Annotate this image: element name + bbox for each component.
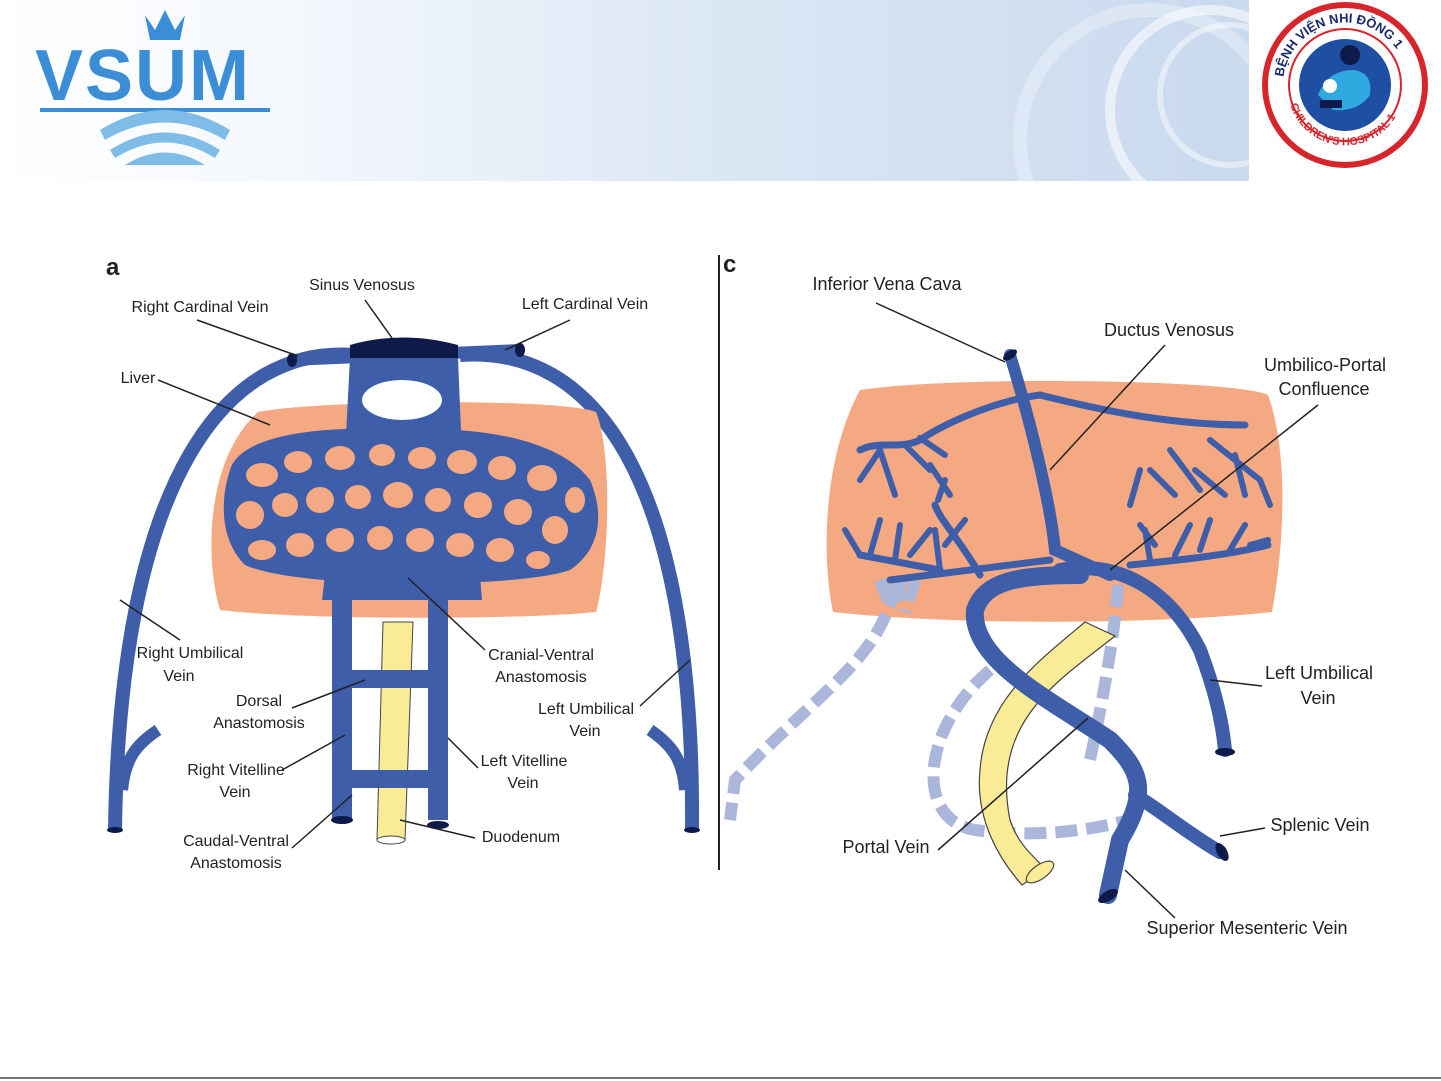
vsum-logo-text: VSUM — [35, 36, 251, 116]
right-vitelline-vein — [332, 595, 352, 820]
label-dorsal-anastomosis-2: Anastomosis — [213, 715, 305, 732]
label-superior-mesenteric-vein: Superior Mesenteric Vein — [1146, 918, 1347, 938]
label-left-cardinal-vein: Left Cardinal Vein — [522, 296, 648, 313]
bottom-divider — [0, 1077, 1441, 1079]
banner-decoration — [1013, 3, 1249, 181]
left-umbilical-vein — [459, 347, 700, 831]
label-duodenum: Duodenum — [482, 829, 560, 846]
sinus-venosus — [350, 337, 458, 360]
label-caudal-ventral-anastomosis-2: Anastomosis — [190, 855, 282, 872]
panel-a-leaders — [119, 299, 691, 849]
regressed-vessels — [724, 577, 1132, 840]
label-splenic-vein: Splenic Vein — [1270, 815, 1369, 835]
label-portal-vein: Portal Vein — [842, 837, 929, 857]
vsum-logo: VSUM — [30, 5, 275, 170]
label-left-vitelline-vein-2: Vein — [507, 775, 538, 792]
hepatic-branches-c — [842, 435, 1273, 573]
childrens-hospital-logo: BỆNH VIỆN NHI ĐỒNG 1 CHILDREN'S HOSPITAL… — [1258, 0, 1433, 170]
panel-a: a — [106, 254, 700, 872]
label-umbilico-portal-confluence-1: Umbilico-Portal — [1264, 355, 1386, 375]
label-left-umbilical-vein-c-2: Vein — [1300, 688, 1335, 708]
panel-c-leaders — [875, 302, 1319, 919]
hepatic-sinusoid-network — [223, 428, 599, 584]
label-caudal-ventral-anastomosis-1: Caudal-Ventral — [183, 833, 289, 850]
label-liver: Liver — [121, 370, 156, 387]
label-cranial-ventral-anastomosis-1: Cranial-Ventral — [488, 647, 594, 664]
label-left-umbilical-vein-a-2: Vein — [569, 723, 600, 740]
panel-a-letter: a — [106, 254, 120, 281]
label-right-vitelline-vein-1: Right Vitelline — [187, 762, 285, 779]
label-umbilico-portal-confluence-2: Confluence — [1278, 379, 1369, 399]
label-right-umbilical-vein-1: Right Umbilical — [137, 645, 244, 662]
label-dorsal-anastomosis-1: Dorsal — [236, 693, 282, 710]
duodenum-c — [978, 621, 1117, 886]
label-right-cardinal-vein: Right Cardinal Vein — [132, 299, 269, 316]
panel-c-letter: c — [723, 251, 736, 278]
label-ductus-venosus: Ductus Venosus — [1104, 320, 1234, 340]
label-left-umbilical-vein-c-1: Left Umbilical — [1265, 663, 1373, 683]
label-left-umbilical-vein-a-1: Left Umbilical — [538, 701, 634, 718]
label-right-umbilical-vein-2: Vein — [163, 668, 194, 685]
label-cranial-ventral-anastomosis-2: Anastomosis — [495, 669, 587, 686]
left-vitelline-vein — [428, 595, 448, 820]
label-left-vitelline-vein-1: Left Vitelline — [481, 753, 568, 770]
panel-c: c — [723, 251, 1386, 938]
duodenum-a — [376, 621, 414, 841]
label-sinus-venosus: Sinus Venosus — [309, 277, 415, 294]
label-right-vitelline-vein-2: Vein — [219, 784, 250, 801]
panel-c-veins — [856, 349, 1272, 904]
label-inferior-vena-cava: Inferior Vena Cava — [812, 274, 962, 294]
